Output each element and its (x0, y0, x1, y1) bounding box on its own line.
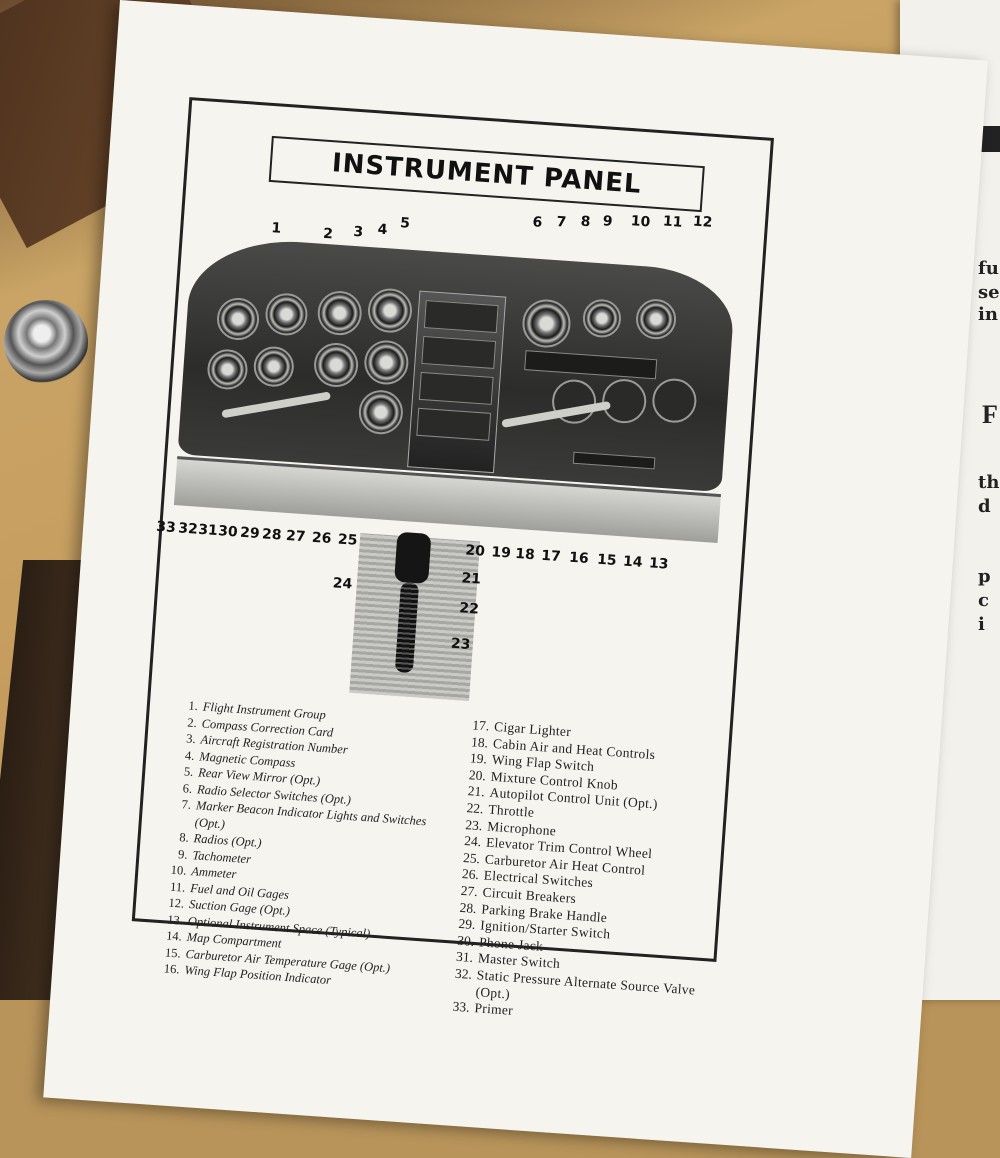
airspeed-gauge (215, 296, 261, 342)
callout-9: 9 (602, 213, 614, 230)
callout-6: 6 (531, 214, 543, 231)
facing-text-line: th (978, 472, 1000, 493)
gauge (206, 348, 249, 391)
radio-stack (407, 290, 507, 474)
callout-20: 20 (464, 542, 486, 560)
instrument-panel-photo: 1 2 3 4 5 6 7 8 9 10 11 12 13 14 15 16 1… (156, 213, 747, 729)
callout-21: 21 (460, 570, 482, 588)
metal-grommet (4, 300, 88, 384)
callout-14: 14 (622, 553, 644, 571)
facing-text-line: c (978, 590, 989, 611)
tachometer (520, 297, 573, 350)
manual-page: INSTRUMENT PANEL (43, 0, 988, 1158)
callout-5: 5 (399, 215, 411, 232)
vsi-gauge (362, 338, 410, 386)
callout-31: 31 (197, 521, 219, 540)
callout-22: 22 (458, 600, 480, 618)
callout-24: 24 (332, 575, 353, 593)
control-yoke-left (221, 391, 331, 419)
callout-19: 19 (490, 544, 512, 562)
legend-item-number: 7. (181, 797, 192, 812)
callout-32: 32 (177, 520, 199, 538)
facing-text-line: d (978, 496, 991, 517)
callout-27: 27 (285, 527, 307, 546)
callout-25: 25 (337, 531, 358, 549)
facing-text-line: in (978, 304, 998, 325)
attitude-gauge (264, 291, 309, 337)
callout-17: 17 (540, 547, 562, 566)
map-compartment (572, 451, 656, 470)
callout-18: 18 (514, 545, 536, 564)
callout-16: 16 (568, 549, 590, 568)
suction-gage (634, 297, 678, 341)
callout-15: 15 (596, 551, 618, 569)
legend-item-number: 16. (163, 961, 181, 977)
page-frame: INSTRUMENT PANEL (131, 97, 774, 1018)
callout-11: 11 (662, 213, 683, 231)
altimeter-gauge (316, 289, 364, 337)
legend-item-number: 32. (454, 965, 473, 982)
optional-instrument-space (650, 377, 698, 425)
microphone (394, 531, 432, 584)
facing-text-line: p (978, 566, 991, 587)
callout-28: 28 (261, 526, 283, 544)
fuel-oil-gages (524, 350, 658, 380)
facing-heading: F (982, 400, 998, 429)
facing-text-line: fu (978, 258, 999, 279)
facing-text-line: i (978, 614, 985, 635)
callout-30: 30 (217, 523, 239, 541)
callout-23: 23 (450, 635, 471, 653)
callout-3: 3 (352, 223, 364, 241)
callout-26: 26 (311, 529, 332, 548)
callout-12: 12 (692, 213, 713, 231)
turn-coordinator-gauge (252, 345, 296, 388)
callout-7: 7 (556, 214, 567, 231)
page-title: INSTRUMENT PANEL (331, 148, 643, 200)
callout-4: 4 (377, 221, 388, 239)
callout-10: 10 (630, 213, 651, 231)
legend-item-number: 33. (452, 998, 471, 1015)
dashboard (177, 234, 737, 493)
gauge (357, 388, 405, 436)
callout-13: 13 (648, 555, 669, 573)
facing-text-line: se (978, 282, 1000, 303)
heading-gauge (312, 341, 360, 389)
callout-33: 33 (155, 518, 177, 537)
title-box: INSTRUMENT PANEL (268, 135, 705, 213)
callout-29: 29 (239, 524, 261, 543)
ammeter (581, 298, 623, 339)
gauge (366, 287, 414, 335)
callout-8: 8 (580, 213, 591, 231)
callout-1: 1 (270, 220, 282, 237)
callout-2: 2 (322, 225, 334, 243)
